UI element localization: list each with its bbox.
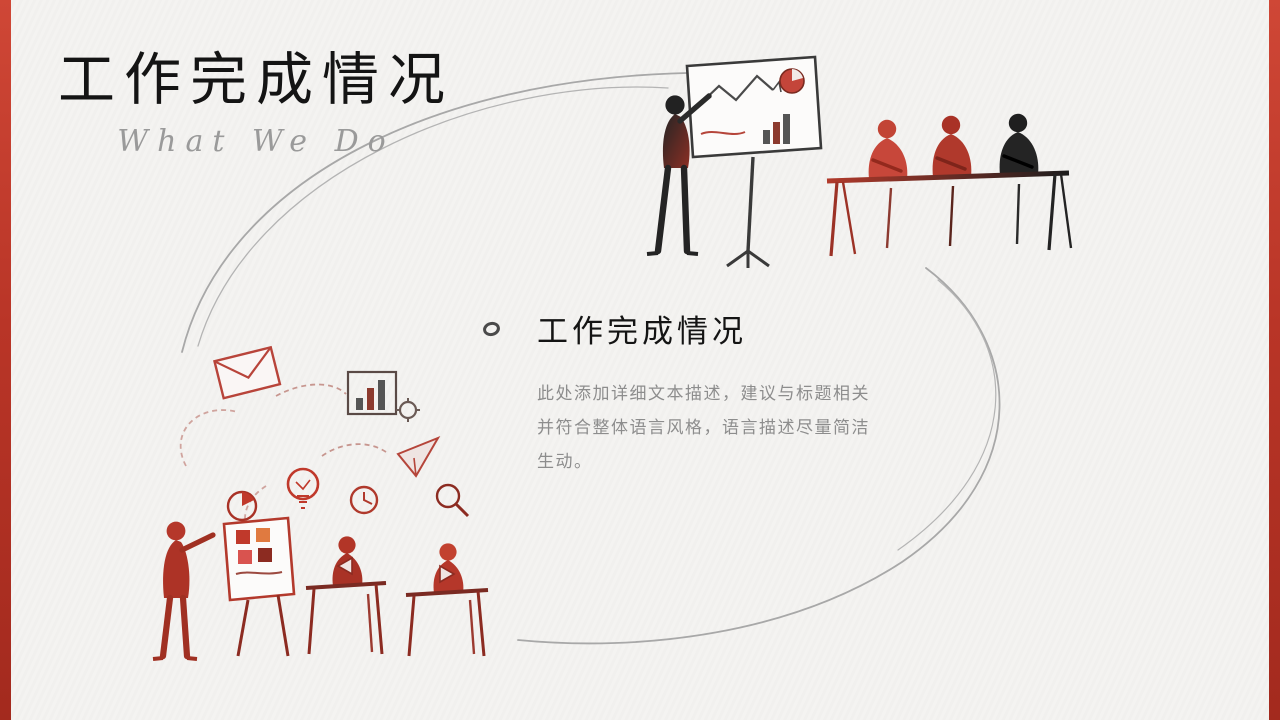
audience-table-figures [826,113,1073,257]
desk-worker-1 [305,536,387,655]
section-body-text: 此处添加详细文本描述，建议与标题相关并符合整体语言风格，语言描述尽量简洁生动。 [537,384,870,471]
envelope-icon [213,345,282,400]
paper-plane-icon [396,435,441,478]
desk-worker-2 [405,543,489,657]
presenter-figure [646,93,712,256]
clock-icon [349,485,379,515]
page-title: 工作完成情况 [58,49,454,112]
magnifier-icon [435,483,470,518]
flipchart-icon [222,516,296,657]
standing-figure [152,521,216,661]
title-block: 工作完成情况 What We Do [58,34,454,159]
presentation-meeting-illustration [646,55,1073,268]
whiteboard-icon [685,55,823,268]
doodle-connector-lines [179,383,387,527]
right-accent-bar [1269,0,1280,720]
gear-icon [396,398,420,422]
section-heading: 工作完成情况 [537,314,747,349]
brainstorm-workspace-illustration [152,345,489,661]
lightbulb-icon [286,467,320,509]
bar-chart-icon [346,370,398,416]
left-accent-bar [0,0,11,720]
pie-chart-icon [226,490,258,522]
content-block: 工作完成情况 此处添加详细文本描述，建议与标题相关并符合整体语言风格，语言描述尽… [481,306,907,479]
page-subtitle: What We Do [117,124,395,159]
